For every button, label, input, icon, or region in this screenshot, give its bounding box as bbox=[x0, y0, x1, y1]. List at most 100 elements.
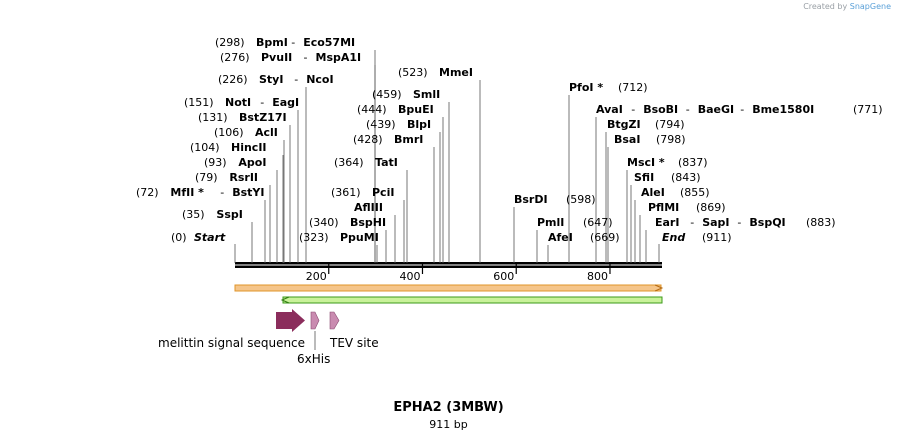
construct-length: 911 bp bbox=[429, 418, 468, 431]
enzyme-site: (361)PciI bbox=[331, 186, 405, 263]
name-separator: - bbox=[740, 103, 744, 116]
marker-position: (0) bbox=[171, 231, 187, 244]
backbone-top bbox=[235, 262, 662, 265]
enzyme-name: PflMI bbox=[648, 201, 679, 214]
site-position: (843) bbox=[671, 171, 701, 184]
end-marker: End(911) bbox=[658, 231, 732, 263]
enzyme-name: ApoI bbox=[238, 156, 266, 169]
enzyme-site: MscI * (837) bbox=[626, 156, 708, 263]
enzyme-name: BstZ17I bbox=[239, 111, 287, 124]
name-separator: - bbox=[631, 103, 635, 116]
enzyme-site: (104) HincII bbox=[190, 141, 284, 263]
name-separator: - bbox=[260, 96, 264, 109]
enzyme-name: EagI bbox=[272, 96, 299, 109]
enzyme-name: NotI bbox=[225, 96, 251, 109]
enzyme-name: PvuII bbox=[261, 51, 292, 64]
enzyme-site: (72)MfII *-BstYI bbox=[136, 186, 266, 263]
site-position: (226) bbox=[218, 73, 248, 86]
melittin-arrow bbox=[276, 309, 305, 332]
site-position: (72) bbox=[136, 186, 159, 199]
site-position: (598) bbox=[566, 193, 596, 206]
enzyme-site: (106)AclI bbox=[214, 126, 285, 263]
site-position: (837) bbox=[678, 156, 708, 169]
name-separator: - bbox=[737, 216, 741, 229]
site-position: (444) bbox=[357, 103, 387, 116]
enzyme-site: (93) ApoI bbox=[204, 156, 278, 263]
name-separator: - bbox=[690, 216, 694, 229]
feature-label-his: 6xHis bbox=[297, 352, 330, 366]
enzyme-name: PfoI * bbox=[569, 81, 603, 94]
orange-feature-bar bbox=[234, 284, 662, 292]
enzyme-site: (523) MmeI bbox=[398, 66, 481, 263]
feature-label-melittin: melittin signal sequence bbox=[158, 336, 305, 350]
enzyme-name: BpmI bbox=[256, 36, 288, 49]
enzyme-site: AfeI(669) bbox=[547, 231, 620, 263]
enzyme-name: MscI * bbox=[627, 156, 665, 169]
site-position: (361) bbox=[331, 186, 361, 199]
enzyme-site: BtgZI(794) bbox=[605, 118, 685, 263]
site-position: (712) bbox=[618, 81, 648, 94]
site-position: (364) bbox=[334, 156, 364, 169]
enzyme-name: SapI bbox=[702, 216, 729, 229]
enzyme-name: StyI bbox=[259, 73, 283, 86]
tev-site-arrow bbox=[329, 311, 340, 330]
enzyme-site: (151)NotI-EagI bbox=[184, 96, 299, 263]
enzyme-name: BpuEI bbox=[398, 103, 434, 116]
enzyme-name: BsoBI bbox=[643, 103, 678, 116]
enzyme-name: SfiI bbox=[634, 171, 654, 184]
credit-prefix: Created by bbox=[803, 2, 848, 11]
site-position: (276) bbox=[220, 51, 250, 64]
enzyme-name: Bme1580I bbox=[752, 103, 814, 116]
enzyme-name: BsrDI bbox=[514, 193, 548, 206]
site-position: (93) bbox=[204, 156, 227, 169]
enzyme-name: BmrI bbox=[394, 133, 423, 146]
site-position: (869) bbox=[696, 201, 726, 214]
enzyme-site: (428) BmrI bbox=[353, 133, 435, 263]
enzyme-name: AflIII bbox=[354, 201, 383, 214]
ruler-label: 400 bbox=[399, 270, 420, 283]
site-position: (106) bbox=[214, 126, 244, 139]
enzyme-name: SspI bbox=[216, 208, 242, 221]
marker-name: End bbox=[662, 231, 685, 244]
construct-title: EPHA2 (3MBW) bbox=[393, 400, 504, 415]
enzyme-name: HincII bbox=[231, 141, 267, 154]
site-position: (131) bbox=[198, 111, 228, 124]
enzyme-name: BstYI bbox=[232, 186, 264, 199]
enzyme-site: (226)StyI-NcoI bbox=[218, 73, 334, 263]
green-feature-bar bbox=[282, 296, 663, 304]
enzyme-name: MfII * bbox=[170, 186, 204, 199]
enzyme-site: (35)SspI bbox=[182, 208, 253, 263]
start-marker: (0)Start bbox=[171, 231, 236, 263]
enzyme-name: NcoI bbox=[306, 73, 333, 86]
name-separator: - bbox=[294, 73, 298, 86]
site-position: (798) bbox=[656, 133, 686, 146]
enzyme-name: EarI bbox=[655, 216, 679, 229]
enzyme-name: BaeGI bbox=[698, 103, 734, 116]
enzyme-name: BtgZI bbox=[607, 118, 641, 131]
enzyme-name: RsrII bbox=[229, 171, 258, 184]
snapgene-credit: Created by SnapGene bbox=[803, 2, 891, 11]
name-separator: - bbox=[291, 36, 295, 49]
site-position: (323) bbox=[299, 231, 329, 244]
snapgene-brand: SnapGene bbox=[849, 2, 891, 11]
enzyme-site: AleI(855) bbox=[634, 186, 710, 263]
enzyme-site: (323)PpuMI bbox=[299, 231, 379, 263]
enzyme-name: BspHI bbox=[350, 216, 386, 229]
site-position: (523) bbox=[398, 66, 428, 79]
enzyme-site: (79)RsrII bbox=[195, 171, 271, 263]
site-position: (428) bbox=[353, 133, 383, 146]
enzyme-name: AleI bbox=[641, 186, 665, 199]
enzyme-name: PmlI bbox=[537, 216, 564, 229]
enzyme-name: Eco57MI bbox=[303, 36, 355, 49]
site-position: (298) bbox=[215, 36, 245, 49]
site-position: (104) bbox=[190, 141, 220, 154]
enzyme-site: SfiI (843) bbox=[630, 171, 701, 263]
name-separator: - bbox=[304, 51, 308, 64]
enzyme-site: AvaI-BsoBI-BaeGI-Bme1580I(771) bbox=[595, 103, 883, 263]
enzyme-name: MmeI bbox=[439, 66, 473, 79]
enzyme-site: EarI-SapI-BspQI(883) bbox=[645, 216, 836, 263]
enzyme-name: BspQI bbox=[749, 216, 785, 229]
site-position: (771) bbox=[853, 103, 883, 116]
ruler-label: 600 bbox=[493, 270, 514, 283]
